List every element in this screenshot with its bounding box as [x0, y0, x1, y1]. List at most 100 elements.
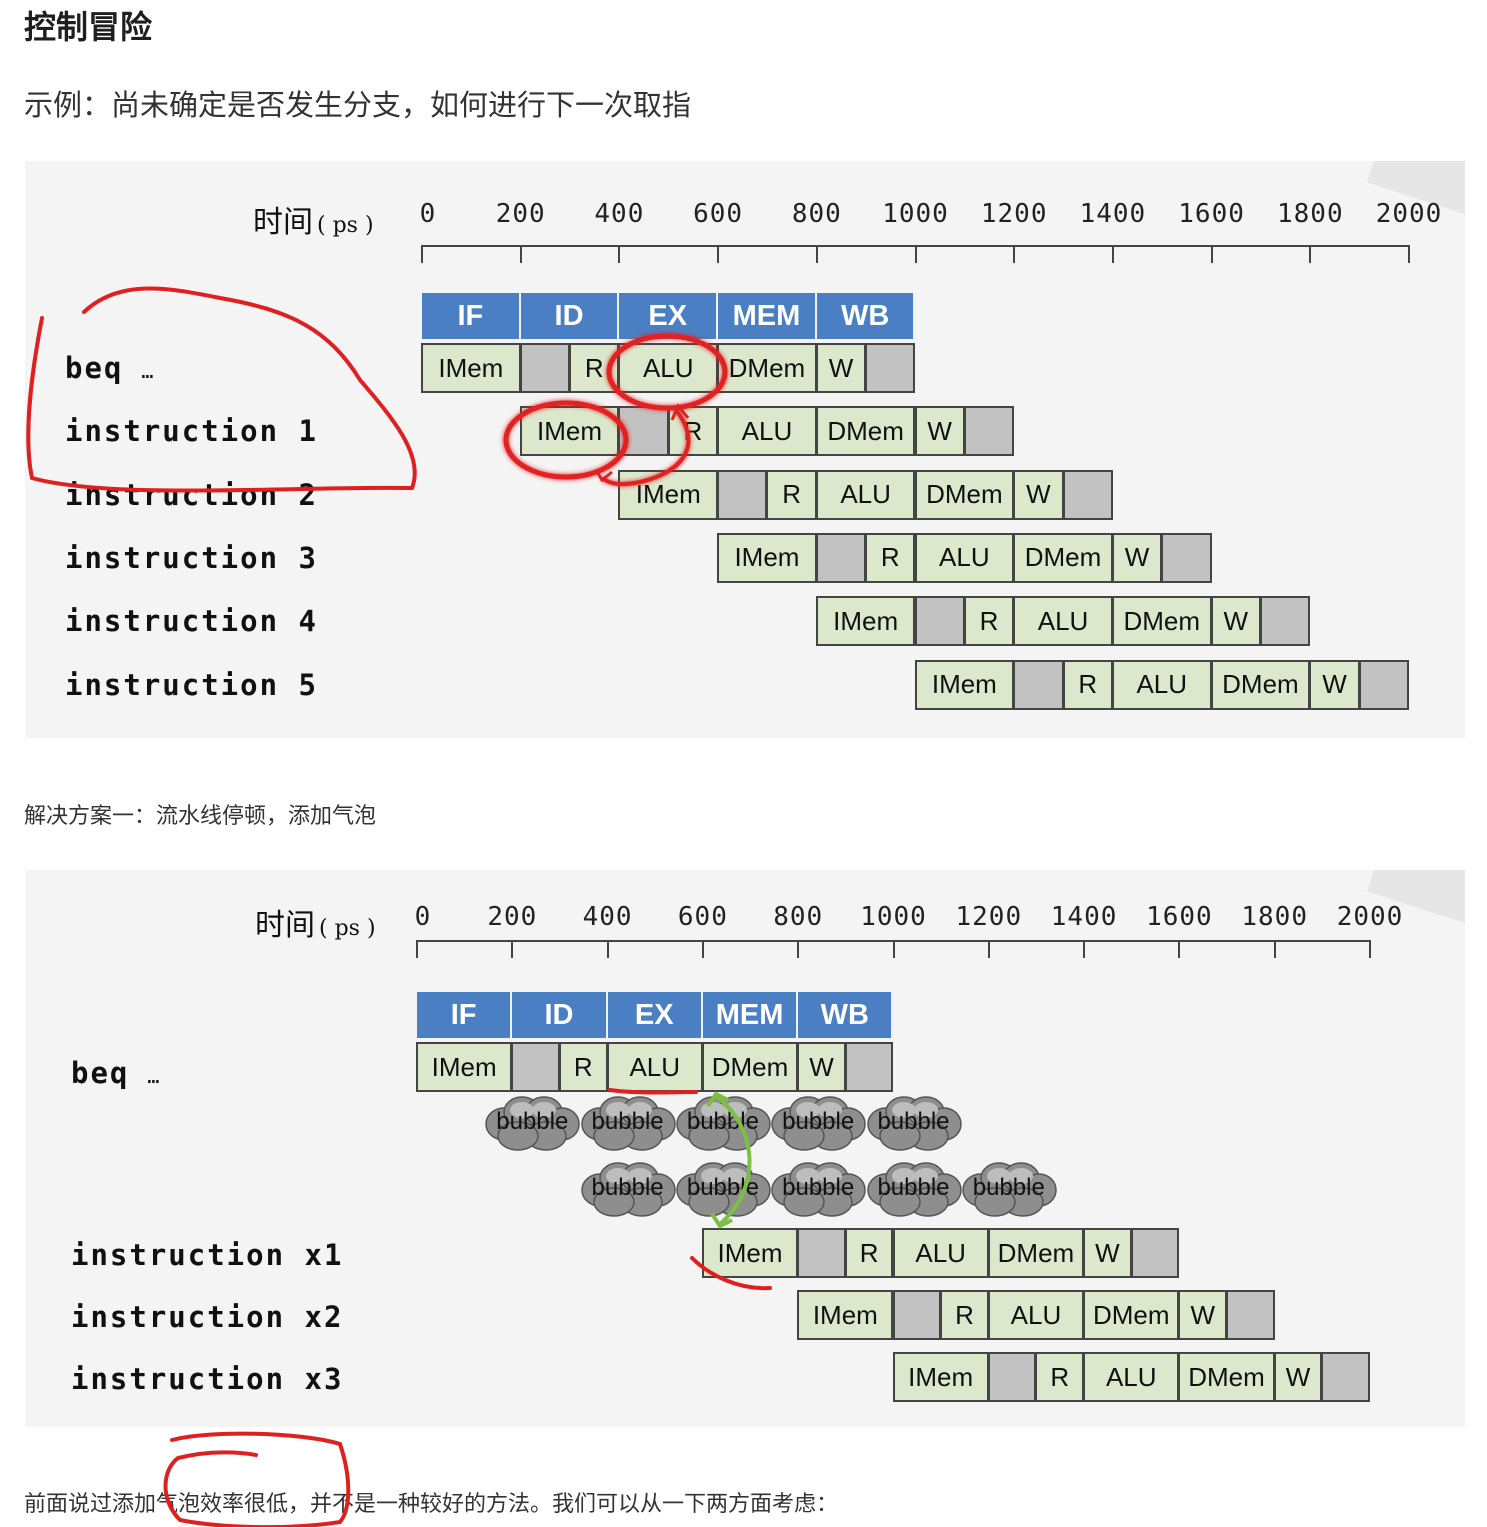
bubble-cloud: bubble	[961, 1158, 1057, 1218]
instruction-name: beq	[71, 1056, 130, 1090]
time-tick-label: 1400	[1079, 199, 1147, 229]
instruction-label: instruction x3	[71, 1362, 343, 1396]
pipeline-cell-w: W	[797, 1042, 846, 1092]
stage-header-mem: MEM	[702, 992, 799, 1038]
time-tick-label: 400	[594, 199, 645, 229]
pipeline-idle-cell	[914, 596, 965, 647]
instruction-name: instruction 3	[65, 540, 318, 575]
time-tick-label: 1600	[1178, 199, 1245, 229]
pipeline-cell-imem: IMem	[797, 1290, 894, 1340]
time-axis-unit: ( ps )	[317, 213, 374, 238]
time-tick-label: 1600	[1146, 902, 1213, 932]
time-tick-label: 1000	[882, 199, 949, 229]
pipeline-cell-r: R	[1035, 1352, 1085, 1402]
bubble-label: bubble	[782, 1174, 855, 1201]
pipeline-cell-imem: IMem	[416, 1042, 513, 1092]
pipeline-cell-w: W	[1273, 1352, 1323, 1402]
cloud-icon	[580, 1096, 676, 1151]
pipeline-idle-cell	[963, 406, 1015, 457]
pipeline-cell-alu: ALU	[987, 1290, 1085, 1340]
stage-header-if: IF	[422, 293, 521, 339]
time-tick-label: 0	[419, 199, 437, 229]
time-axis-label: 时间( ps )	[255, 900, 376, 944]
instruction-ellipsis: …	[141, 359, 154, 383]
cloud-icon	[771, 1096, 866, 1151]
pipeline-cell-r: R	[667, 406, 719, 457]
pipeline-idle-cell	[1013, 659, 1064, 710]
time-tick-label: 1400	[1050, 902, 1118, 932]
instruction-label: beq …	[71, 1056, 159, 1090]
pipeline-cell-r: R	[558, 1042, 608, 1092]
pipeline-cell-w: W	[914, 406, 965, 457]
bubble-cloud: bubble	[770, 1158, 866, 1218]
time-tick-mark	[1083, 940, 1086, 958]
instruction-label: instruction 1	[65, 414, 318, 448]
pipeline-cell-alu: ALU	[1013, 596, 1113, 647]
pipeline-cell-dmem: DMem	[717, 343, 817, 393]
time-tick-mark	[606, 940, 609, 958]
time-tick-mark	[717, 245, 720, 263]
pipeline-cell-alu: ALU	[1083, 1352, 1180, 1402]
time-tick-label: 200	[487, 902, 538, 932]
instruction-name: instruction x2	[71, 1300, 344, 1334]
pipeline-cell-r: R	[1062, 659, 1113, 710]
pipeline-cell-imem: IMem	[892, 1352, 989, 1402]
pipeline-cell-dmem: DMem	[1083, 1290, 1180, 1340]
instruction-label: instruction 3	[65, 541, 318, 575]
stage-header-mem: MEM	[718, 293, 817, 339]
pipeline-cell-w: W	[1083, 1228, 1132, 1278]
time-tick-mark	[416, 940, 418, 958]
pipeline-cell-w: W	[1309, 659, 1360, 710]
stage-header-wb: WB	[798, 992, 894, 1038]
solution-paragraph: 解决方案一：流水线停顿，添加气泡	[24, 804, 377, 829]
stage-header-ex: EX	[619, 293, 719, 339]
instruction-ellipsis: …	[147, 1064, 160, 1088]
time-axis-title: 时间	[255, 908, 315, 943]
pipeline-cell-w: W	[1210, 596, 1261, 647]
pipeline-cell-r: R	[844, 1228, 894, 1278]
pipeline-cell-dmem: DMem	[815, 406, 916, 457]
time-tick-label: 600	[677, 902, 728, 932]
instruction-label: instruction 4	[65, 604, 318, 638]
bubble-cloud: bubble	[675, 1158, 771, 1218]
pipeline-cell-dmem: DMem	[987, 1228, 1085, 1278]
time-tick-mark	[511, 940, 514, 958]
time-tick-mark	[618, 245, 621, 263]
instruction-name: beq	[65, 351, 124, 385]
pipeline-idle-cell	[797, 1228, 846, 1278]
time-tick-mark	[701, 940, 704, 958]
stage-header-id: ID	[520, 293, 620, 339]
bubble-cloud: bubble	[580, 1158, 676, 1218]
pipeline-cell-w: W	[1178, 1290, 1228, 1340]
pipeline-cell-alu: ALU	[1111, 659, 1212, 710]
time-tick-mark	[914, 245, 917, 263]
pipeline-cell-imem: IMem	[519, 406, 620, 457]
time-tick-label: 2000	[1375, 199, 1443, 229]
bubble-label: bubble	[686, 1108, 759, 1135]
pipeline-cell-imem: IMem	[421, 343, 521, 393]
instruction-label: beq …	[65, 351, 153, 385]
time-tick-label: 200	[495, 199, 546, 229]
bubble-cloud: bubble	[675, 1092, 771, 1152]
pipeline-idle-cell	[892, 1290, 942, 1340]
time-tick-mark	[519, 245, 522, 263]
time-tick-mark	[1309, 245, 1312, 263]
instruction-label: instruction x2	[71, 1300, 343, 1334]
pipeline-idle-cell	[1062, 469, 1113, 520]
bubble-label: bubble	[877, 1108, 950, 1135]
pipeline-cell-r: R	[766, 469, 817, 520]
bubble-cloud: bubble	[866, 1158, 962, 1218]
cloud-icon	[580, 1162, 676, 1217]
instruction-name: instruction x1	[71, 1238, 344, 1272]
cloud-icon	[866, 1162, 962, 1217]
pipeline-cell-alu: ALU	[606, 1042, 703, 1092]
bubble-label: bubble	[496, 1108, 569, 1135]
pipeline-idle-cell	[1130, 1228, 1180, 1278]
time-tick-mark	[1111, 245, 1114, 263]
time-axis-unit: ( ps )	[319, 916, 376, 941]
pipeline-cell-dmem: DMem	[1210, 659, 1311, 710]
instruction-label: instruction x1	[71, 1238, 343, 1272]
pipeline-cell-r: R	[940, 1290, 989, 1340]
time-tick-mark	[1013, 245, 1016, 263]
